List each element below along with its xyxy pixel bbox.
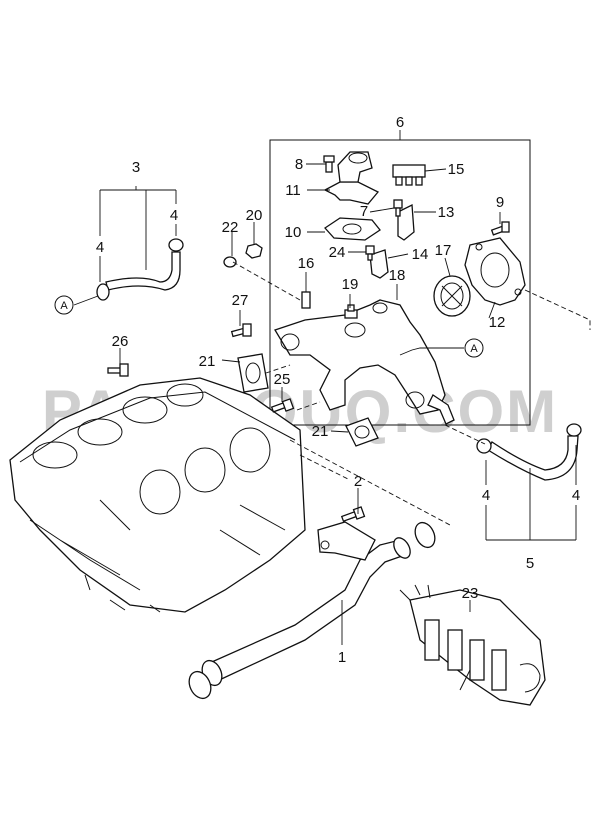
callout-2: 2 [354, 473, 362, 490]
callout-20: 20 [246, 207, 263, 224]
water-fitting-assembly[interactable] [274, 299, 455, 425]
gasket-21-right[interactable] [345, 417, 379, 447]
sensor-19[interactable] [344, 304, 358, 319]
bolt-9[interactable] [490, 221, 510, 236]
callout-8: 8 [295, 156, 303, 173]
bolt-25[interactable] [270, 398, 295, 413]
callout-27: 27 [232, 292, 249, 309]
bracket-14[interactable] [369, 249, 389, 279]
bolt-27[interactable] [230, 323, 252, 338]
washer-22[interactable] [223, 256, 237, 268]
callout-19: 19 [342, 276, 359, 293]
bolt-26[interactable] [107, 363, 129, 377]
callout-4-upper-left: 4 [96, 239, 104, 256]
callout-9: 9 [496, 194, 504, 211]
callout-21-left: 21 [199, 353, 216, 370]
gasket-10[interactable] [324, 217, 381, 241]
connector-a-left [54, 295, 74, 315]
connector-a-right [464, 338, 484, 358]
callout-10: 10 [285, 224, 302, 241]
water-outlet-elbow[interactable] [323, 151, 380, 205]
callout-5: 5 [526, 555, 534, 572]
callout-3: 3 [132, 159, 140, 176]
callout-6: 6 [396, 114, 404, 131]
callout-24: 24 [329, 244, 346, 261]
heater-hose-3[interactable] [96, 238, 184, 301]
bolt-2[interactable] [340, 506, 366, 523]
callout-1: 1 [338, 649, 346, 666]
callout-18: 18 [389, 267, 406, 284]
callout-22: 22 [222, 219, 239, 236]
water-pipe[interactable] [198, 521, 413, 689]
callout-16: 16 [298, 255, 315, 272]
callout-23: 23 [462, 585, 479, 602]
callout-15: 15 [448, 161, 465, 178]
callout-21-right: 21 [312, 423, 329, 440]
callout-11: 11 [285, 182, 301, 199]
bolt-24[interactable] [365, 245, 375, 261]
callout-12: 12 [489, 314, 506, 331]
callout-4-lower-left: 4 [482, 487, 490, 504]
thermostat-housing[interactable] [464, 237, 526, 306]
ignition-coil-harness[interactable] [399, 584, 546, 706]
connector-a-right-label: A [470, 343, 478, 355]
callout-14: 14 [412, 246, 429, 263]
callout-25: 25 [274, 371, 291, 388]
callout-26: 26 [112, 333, 129, 350]
callout-4-lower-right: 4 [572, 487, 580, 504]
o-ring-right[interactable] [411, 519, 438, 550]
nut-20[interactable] [245, 243, 263, 259]
engine-block[interactable] [9, 377, 306, 613]
callout-4-upper-right: 4 [170, 207, 178, 224]
bracket-16[interactable] [301, 291, 311, 309]
bracket-13[interactable] [397, 203, 415, 241]
bolt-7[interactable] [393, 199, 403, 217]
connector-15[interactable] [392, 164, 426, 186]
thermostat[interactable] [433, 275, 471, 317]
bolt-8[interactable] [323, 155, 335, 173]
callout-13: 13 [438, 204, 455, 221]
callout-7: 7 [360, 203, 368, 220]
o-ring-left[interactable] [185, 668, 215, 702]
connector-a-left-label: A [60, 300, 68, 312]
callout-17: 17 [435, 242, 452, 259]
gasket-21-left[interactable] [237, 353, 269, 393]
water-hose-5[interactable] [476, 423, 582, 481]
